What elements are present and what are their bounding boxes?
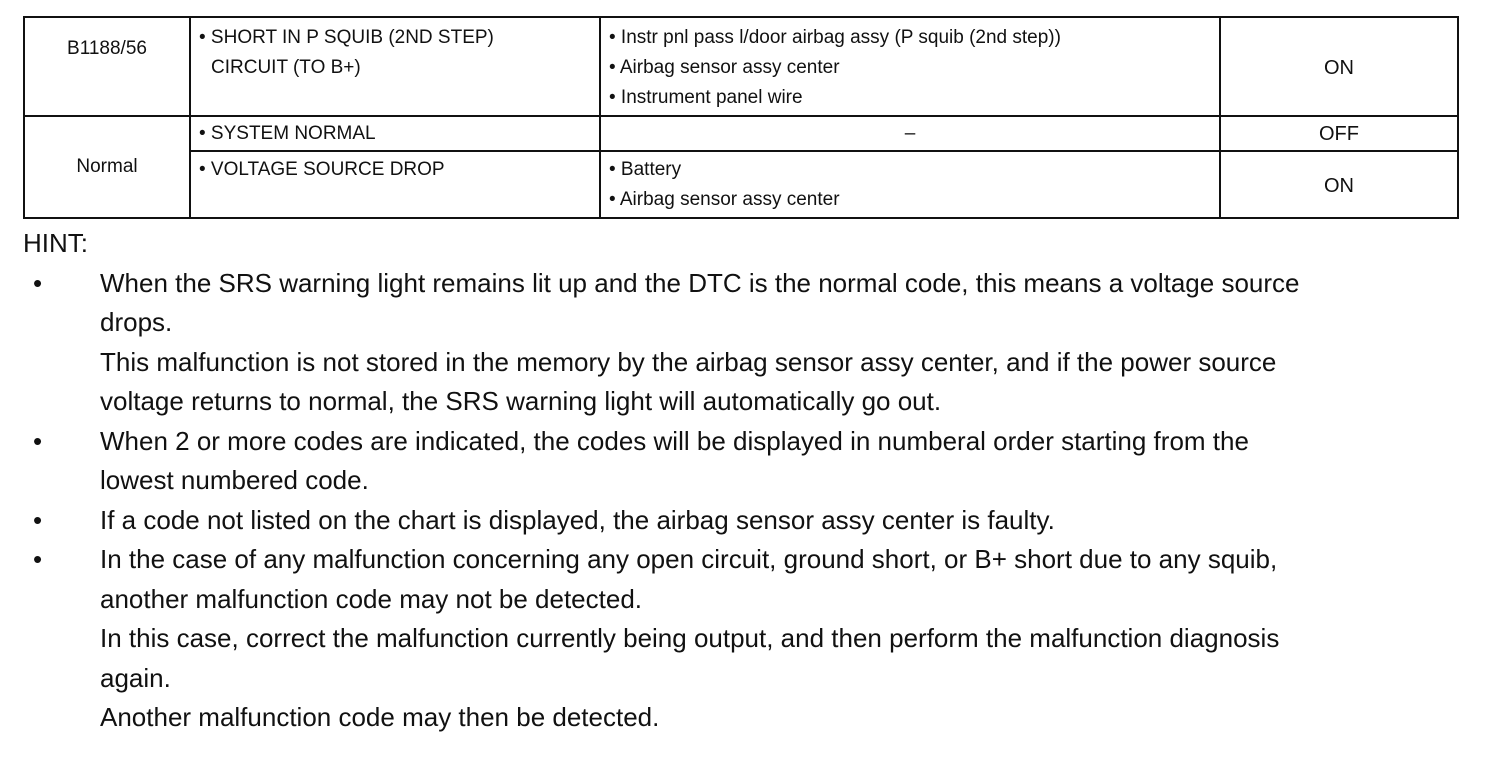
warning-light-status: ON: [1324, 175, 1354, 197]
hint-text: another malfunction code may not be dete…: [100, 583, 643, 614]
detection-item-text: • VOLTAGE SOURCE DROP: [199, 159, 445, 180]
hint-text: voltage returns to normal, the SRS warni…: [100, 386, 942, 416]
warning-light-cell: ON: [1219, 150, 1459, 219]
hint-text: In this case, correct the malfunction cu…: [100, 623, 1280, 653]
hint-text: When the SRS warning light remains lit u…: [100, 267, 1300, 298]
detection-item-cell: • VOLTAGE SOURCE DROP: [189, 150, 601, 219]
table-row: B1188/56 • SHORT IN P SQUIB (2ND STEP) C…: [23, 16, 1459, 117]
bullet-icon: •: [33, 544, 43, 574]
hint-list-item: • When 2 or more codes are indicated, th…: [23, 422, 1463, 501]
detection-item-text: • SHORT IN P SQUIB (2ND STEP): [199, 27, 494, 48]
hint-list-item: • When the SRS warning light remains lit…: [23, 264, 1463, 422]
detection-item-text: CIRCUIT (TO B+): [211, 57, 361, 78]
bullet-icon: •: [33, 504, 43, 535]
dtc-code: Normal: [76, 156, 138, 177]
hint-title: HINT:: [23, 228, 88, 258]
hint-text: If a code not listed on the chart is dis…: [100, 504, 1055, 535]
warning-light-status: OFF: [1319, 123, 1359, 145]
hint-text: Another malfunction code may then be det…: [100, 702, 660, 732]
trouble-area-cell: –: [599, 115, 1221, 152]
trouble-area-text: • Airbag sensor assy center: [609, 189, 840, 210]
hint-text: drops.: [100, 307, 173, 337]
trouble-area-text: –: [904, 123, 916, 144]
detection-item-cell: • SHORT IN P SQUIB (2ND STEP) CIRCUIT (T…: [189, 16, 601, 117]
warning-light-status: ON: [1324, 57, 1354, 79]
table-row: Normal • SYSTEM NORMAL – OFF: [23, 115, 1459, 219]
hint-text: again.: [100, 662, 171, 693]
warning-light-cell: OFF: [1219, 115, 1459, 152]
trouble-area-text: • Instr pnl pass l/door airbag assy (P s…: [609, 27, 1061, 48]
detection-item-cell: • SYSTEM NORMAL: [189, 115, 601, 152]
trouble-area-text: • Airbag sensor assy center: [609, 57, 840, 78]
trouble-area-cell: • Battery • Airbag sensor assy center: [599, 150, 1221, 219]
hint-list-item: • If a code not listed on the chart is d…: [23, 501, 1463, 541]
dtc-code: B1188/56: [67, 38, 147, 59]
detection-item-text: • SYSTEM NORMAL: [199, 123, 376, 144]
hint-text: When 2 or more codes are indicated, the …: [100, 425, 1249, 456]
table-row: • VOLTAGE SOURCE DROP • Battery • Airbag…: [24, 150, 1459, 219]
trouble-area-text: • Battery: [609, 159, 682, 180]
dtc-table: B1188/56 • SHORT IN P SQUIB (2ND STEP) C…: [23, 16, 1459, 219]
hint-text: In the case of any malfunction concernin…: [100, 544, 1278, 574]
bullet-icon: •: [33, 267, 43, 298]
dtc-code-cell: Normal: [23, 115, 191, 219]
warning-light-cell: ON: [1219, 16, 1459, 117]
trouble-area-cell: • Instr pnl pass l/door airbag assy (P s…: [599, 16, 1221, 117]
hint-section: HINT: • When the SRS warning light remai…: [23, 224, 1463, 738]
hint-text: lowest numbered code.: [100, 465, 369, 495]
trouble-area-text: • Instrument panel wire: [609, 87, 803, 108]
hint-text: This malfunction is not stored in the me…: [100, 346, 1277, 377]
dtc-code-cell: B1188/56: [23, 16, 191, 117]
bullet-icon: •: [33, 425, 43, 456]
hint-list-item: • In the case of any malfunction concern…: [23, 540, 1463, 738]
